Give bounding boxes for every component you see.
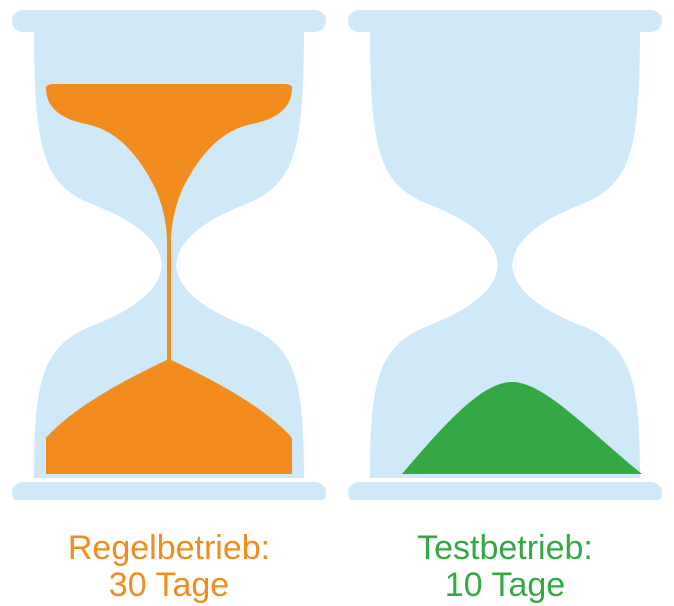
caption-testbetrieb-duration: 10 Tage — [340, 567, 670, 604]
hourglass-bottom-cap — [12, 482, 326, 500]
caption-regelbetrieb: Regelbetrieb: 30 Tage — [4, 530, 334, 604]
hourglass-regelbetrieb-graphic — [4, 0, 334, 500]
falling-sand-stream — [167, 230, 171, 370]
caption-testbetrieb-mode: Testbetrieb: — [340, 530, 670, 567]
caption-regelbetrieb-mode: Regelbetrieb: — [4, 530, 334, 567]
caption-testbetrieb: Testbetrieb: 10 Tage — [340, 530, 670, 604]
hourglass-testbetrieb-graphic — [340, 0, 670, 500]
hourglass-regelbetrieb — [4, 0, 334, 500]
hourglass-bottom-cap — [348, 482, 662, 500]
hourglass-testbetrieb — [340, 0, 670, 500]
caption-regelbetrieb-duration: 30 Tage — [4, 567, 334, 604]
